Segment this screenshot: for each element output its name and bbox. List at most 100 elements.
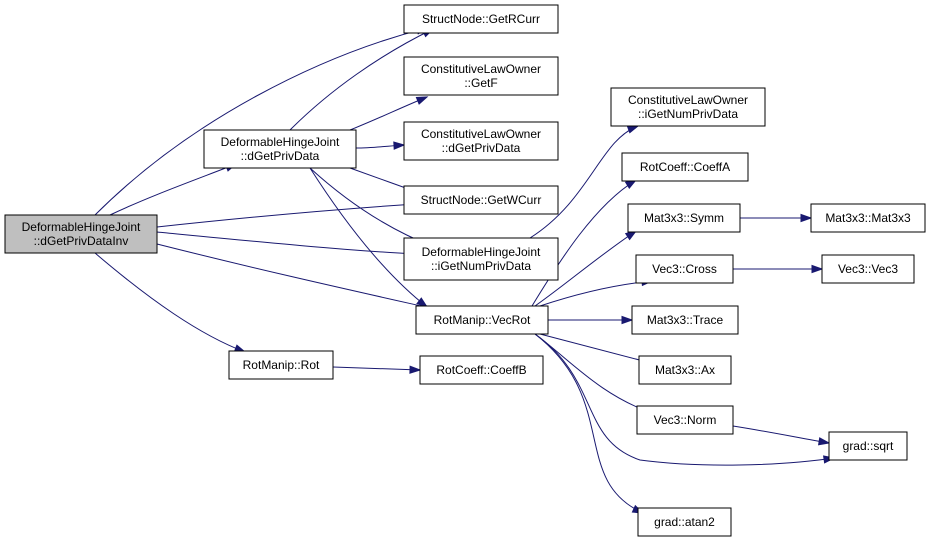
edge-line	[156, 203, 417, 228]
node-root[interactable]: DeformableHingeJoint::dGetPrivDataInv	[4, 214, 158, 254]
arrowhead-icon	[626, 125, 640, 134]
node-box	[638, 355, 732, 385]
node-label: ConstitutiveLawOwner	[421, 127, 541, 141]
node-label: Mat3x3::Trace	[647, 313, 724, 327]
node-box	[203, 129, 357, 169]
edge-line	[156, 243, 431, 309]
node-vec3[interactable]: Vec3::Vec3	[821, 254, 915, 284]
node-box	[627, 203, 741, 233]
node-box	[403, 237, 559, 281]
edge-root-to-rot	[94, 252, 247, 353]
arrowhead-icon	[621, 315, 634, 325]
node-box	[821, 254, 915, 284]
node-label: ::iGetNumPrivData	[638, 107, 738, 121]
arrowhead-icon	[415, 96, 429, 105]
edge-vecrot-to-cross	[539, 277, 654, 307]
node-label: ::dGetPrivDataInv	[34, 234, 129, 248]
edge-norm-to-sqrt	[732, 425, 831, 446]
node-label: ::dGetPrivData	[442, 141, 521, 155]
node-label: DeformableHingeJoint	[422, 245, 541, 259]
node-symm[interactable]: Mat3x3::Symm	[627, 203, 741, 233]
node-label: Mat3x3::Mat3x3	[825, 211, 911, 225]
edge-root-to-getrcurr	[94, 26, 429, 216]
edge-line	[289, 28, 434, 131]
node-label: DeformableHingeJoint	[221, 135, 340, 149]
node-getf[interactable]: ConstitutiveLawOwner::GetF	[403, 56, 559, 96]
node-label: grad::atan2	[654, 515, 715, 529]
edge-root-to-dgetprivdata	[109, 163, 238, 216]
edge-line	[539, 280, 653, 307]
node-label: grad::sqrt	[843, 439, 894, 453]
node-box	[828, 431, 908, 461]
node-mat3x3[interactable]: Mat3x3::Mat3x3	[810, 203, 926, 233]
edge-symm-to-mat3x3	[740, 213, 813, 223]
node-box	[228, 350, 334, 380]
node-norm[interactable]: Vec3::Norm	[636, 405, 734, 435]
node-label: StructNode::GetWCurr	[421, 193, 542, 207]
edge-line	[732, 425, 830, 444]
edge-vecrot-to-atan2	[534, 333, 645, 514]
node-cross[interactable]: Vec3::Cross	[635, 254, 734, 284]
node-dgetprivdata[interactable]: DeformableHingeJoint::dGetPrivData	[203, 129, 357, 169]
node-label: RotCoeff::CoeffA	[640, 160, 730, 174]
edge-vecrot-to-symm	[534, 230, 638, 307]
node-ax[interactable]: Mat3x3::Ax	[638, 355, 732, 385]
arrowhead-icon	[800, 213, 813, 223]
node-trace[interactable]: Mat3x3::Trace	[631, 305, 739, 335]
node-cl_dgetprivdata[interactable]: ConstitutiveLawOwner::dGetPrivData	[403, 121, 559, 161]
edge-line	[529, 125, 639, 239]
node-getwcurr[interactable]: StructNode::GetWCurr	[403, 185, 559, 215]
arrowhead-icon	[393, 141, 406, 150]
edge-dgetprivdata-to-vecrot	[309, 167, 429, 308]
edge-line	[534, 333, 644, 514]
node-label: ConstitutiveLawOwner	[628, 93, 748, 107]
arrowhead-icon	[811, 264, 824, 274]
node-sqrt[interactable]: grad::sqrt	[828, 431, 908, 461]
edge-cross-to-vec3	[733, 264, 824, 274]
node-label: ::GetF	[464, 76, 497, 90]
node-label: RotManip::Rot	[243, 358, 320, 372]
node-vecrot[interactable]: RotManip::VecRot	[415, 305, 549, 335]
edge-line	[539, 333, 652, 364]
edge-line	[534, 333, 653, 414]
edge-vecrot-to-norm	[534, 333, 654, 414]
node-box	[810, 203, 926, 233]
node-box	[415, 305, 549, 335]
arrowhead-icon	[817, 437, 831, 446]
arrowhead-icon	[409, 365, 422, 374]
node-label: DeformableHingeJoint	[22, 220, 141, 234]
node-label: Vec3::Cross	[652, 262, 717, 276]
edge-line	[534, 230, 637, 307]
edge-vecrot-to-ax	[539, 333, 653, 365]
node-box	[631, 305, 739, 335]
edge-line	[156, 231, 416, 255]
node-box	[403, 185, 559, 215]
edge-line	[109, 163, 237, 216]
node-label: Mat3x3::Ax	[655, 363, 715, 377]
node-box	[610, 87, 766, 127]
node-atan2[interactable]: grad::atan2	[637, 507, 732, 537]
node-box	[403, 4, 559, 34]
node-box	[621, 152, 749, 182]
node-label: RotCoeff::CoeffB	[436, 363, 526, 377]
node-coeffb[interactable]: RotCoeff::CoeffB	[419, 355, 544, 385]
edge-line	[534, 333, 835, 466]
node-label: StructNode::GetRCurr	[422, 12, 540, 26]
node-getrcurr[interactable]: StructNode::GetRCurr	[403, 4, 559, 34]
node-dhj_igetnum[interactable]: DeformableHingeJoint::iGetNumPrivData	[403, 237, 559, 281]
node-cl_igetnum[interactable]: ConstitutiveLawOwner::iGetNumPrivData	[610, 87, 766, 127]
node-rot[interactable]: RotManip::Rot	[228, 350, 334, 380]
node-box	[4, 214, 158, 254]
node-box	[419, 355, 544, 385]
node-label: ConstitutiveLawOwner	[421, 62, 541, 76]
edge-dgetprivdata-to-cl_dgetprivdata	[355, 141, 406, 150]
edge-line	[332, 366, 421, 371]
node-label: Vec3::Vec3	[838, 262, 898, 276]
node-label: ::dGetPrivData	[241, 149, 320, 163]
node-coeffa[interactable]: RotCoeff::CoeffA	[621, 152, 749, 182]
edge-dgetprivdata-to-getf	[349, 96, 429, 131]
edge-vecrot-to-trace	[547, 315, 634, 325]
node-label: Mat3x3::Symm	[644, 211, 724, 225]
node-box	[403, 121, 559, 161]
